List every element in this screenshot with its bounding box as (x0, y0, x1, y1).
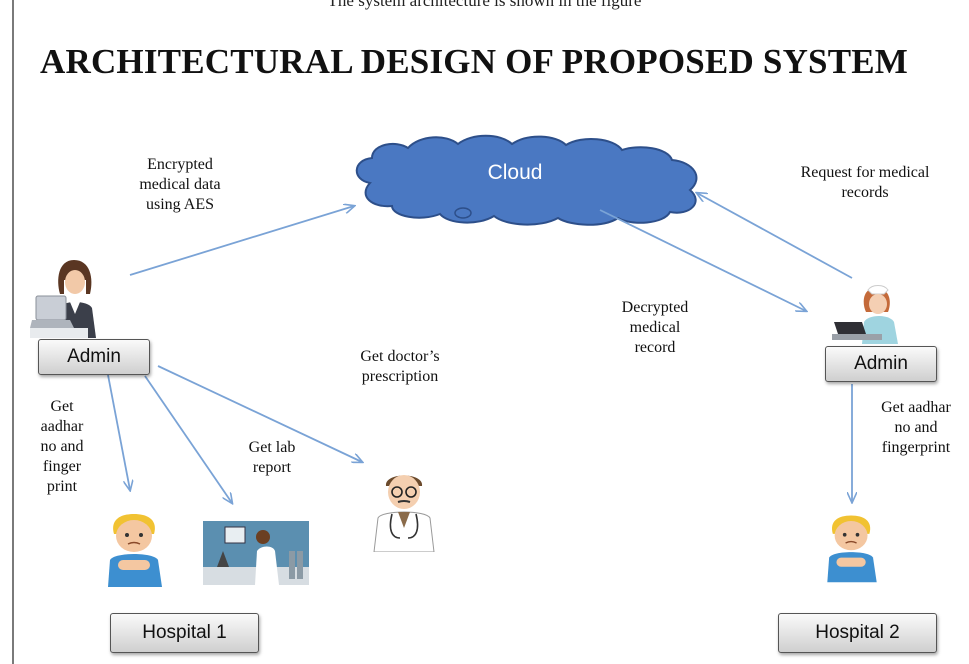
admin-2-box: Admin (825, 346, 937, 382)
top-caption: The system architecture is shown in the … (327, 0, 642, 10)
label-aadhar-left: Get aadhar no and finger print (40, 398, 84, 495)
arrow-cloud-to-admin2 (599, 209, 806, 311)
label-lab-report: Get lab report (248, 439, 296, 476)
label-decrypted: Decrypted medical record (621, 299, 689, 356)
doctor-icon (373, 475, 435, 552)
cloud-shape (355, 134, 698, 226)
cloud-label: Cloud (487, 161, 543, 184)
patient-icon (827, 515, 877, 583)
left-margin-rule (12, 0, 14, 664)
hospital-2-box: Hospital 2 (778, 613, 937, 653)
lab-technician-icon (203, 521, 309, 585)
admin-woman-laptop-icon (30, 260, 96, 338)
label-prescription: Get doctor’s prescription (360, 348, 440, 385)
arrow-admin1-to-doctor (157, 365, 362, 462)
arrow-admin1-to-cloud (129, 206, 354, 276)
label-encrypted: Encrypted medical data using AES (139, 156, 221, 213)
arrow-admin1-to-patient1 (107, 374, 130, 490)
admin-1-box: Admin (38, 339, 150, 375)
arrow-admin2-to-cloud (697, 193, 853, 279)
label-request: Request for medical records (800, 164, 930, 201)
patient-icon (108, 514, 162, 587)
hospital-1-box: Hospital 1 (110, 613, 259, 653)
page-title: ARCHITECTURAL DESIGN OF PROPOSED SYSTEM (40, 42, 909, 81)
admin-nurse-laptop-icon (832, 285, 898, 344)
arrow-admin1-to-lab (144, 375, 232, 503)
label-aadhar-right: Get aadhar no and fingerprint (881, 399, 951, 456)
